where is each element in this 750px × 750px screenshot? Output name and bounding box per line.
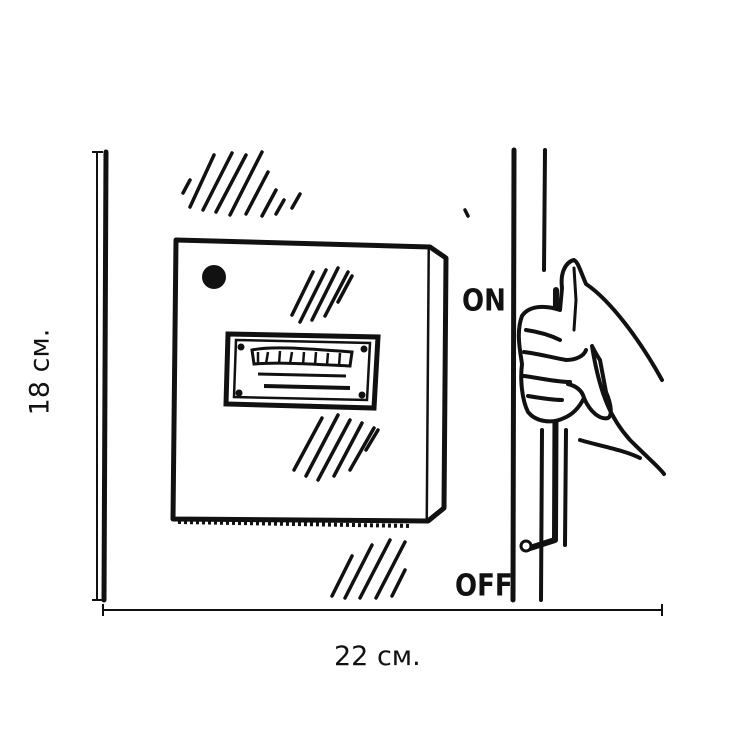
off-label: OFF	[455, 568, 513, 603]
hand-on-lever-icon	[516, 258, 666, 476]
wall-hatching	[181, 150, 470, 600]
width-dimension-label: 22 см.	[334, 641, 421, 672]
dimension-lines	[92, 151, 663, 616]
on-label: ON	[462, 283, 506, 318]
wall-frame	[101, 147, 547, 603]
nameplate	[223, 331, 381, 411]
height-dimension-label: 18 см.	[24, 328, 56, 416]
